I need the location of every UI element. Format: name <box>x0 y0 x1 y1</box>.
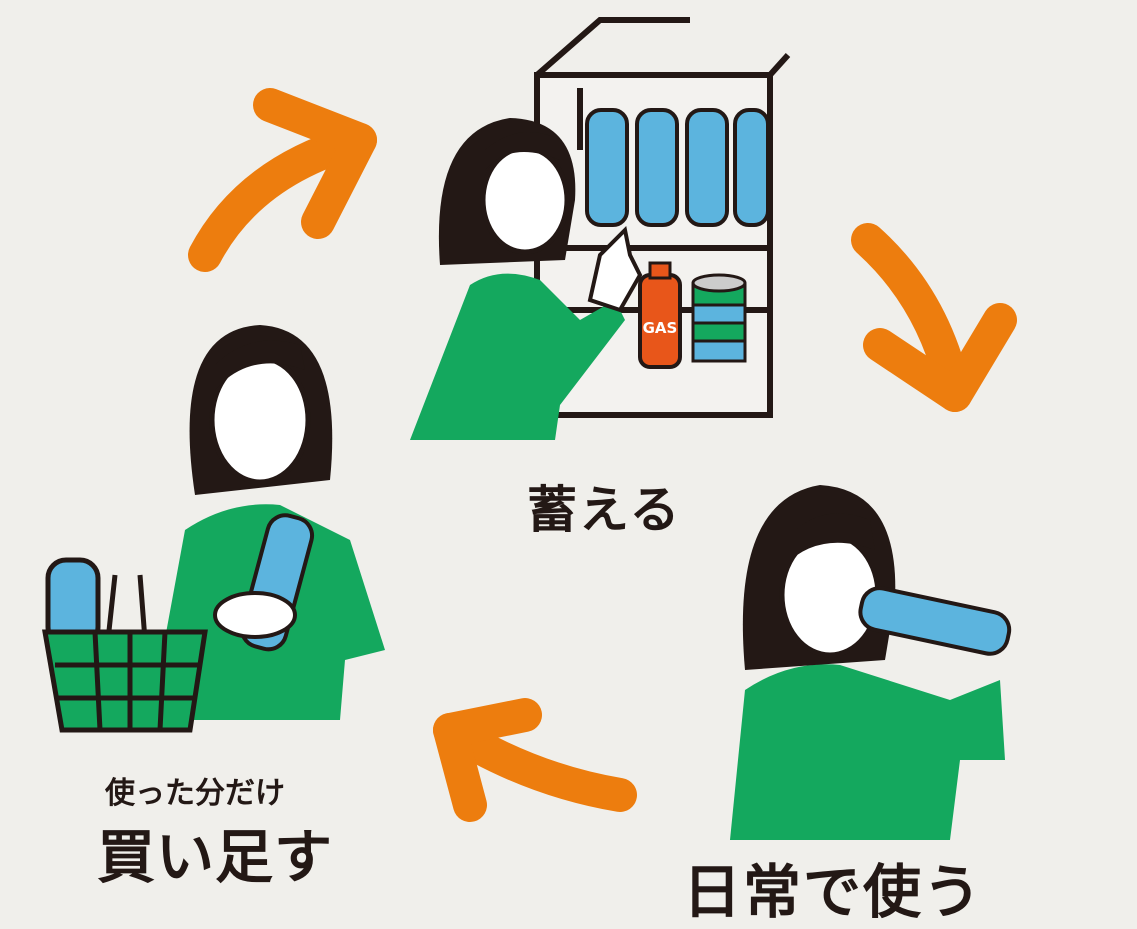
buy-label: 買い足す <box>97 823 334 891</box>
cycle-arrow-icon <box>433 698 637 822</box>
water-bottle-icon <box>585 108 770 227</box>
buy-sublabel: 使った分だけ <box>105 776 285 811</box>
water-bottle-icon <box>858 586 1012 656</box>
cycle-arrow-icon <box>188 88 377 272</box>
gas-label: GAS <box>643 319 678 337</box>
store-label: 蓄える <box>527 481 682 539</box>
person-buying <box>150 325 385 720</box>
person-drinking <box>730 485 1012 840</box>
shopping-basket-icon <box>42 557 208 733</box>
cycle-arrow-icon <box>851 223 1017 412</box>
gas-canister-icon: GAS <box>638 261 682 369</box>
canned-food-icon <box>691 273 747 363</box>
use-label: 日常で使う <box>683 858 984 926</box>
person-storing <box>410 118 643 440</box>
